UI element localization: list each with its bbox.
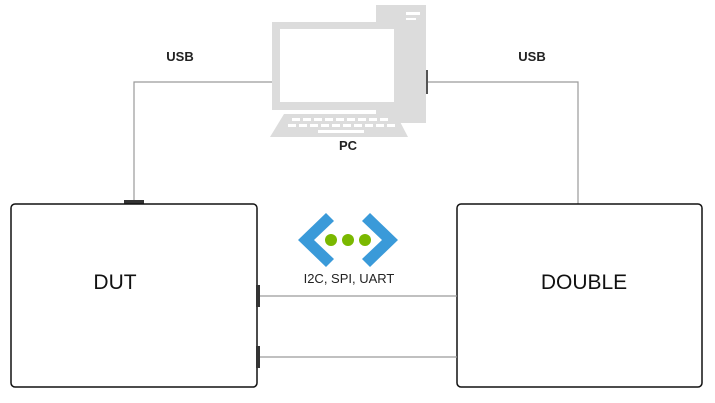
pc-label: PC bbox=[339, 138, 358, 153]
double-box bbox=[456, 203, 703, 388]
usb-cable-right bbox=[427, 81, 579, 204]
usb-cable-left bbox=[133, 81, 272, 204]
usb-plug-left bbox=[124, 200, 144, 204]
double-label: DOUBLE bbox=[541, 271, 627, 294]
usb-label-right: USB bbox=[518, 49, 545, 64]
dut-port-top bbox=[256, 285, 260, 307]
pc-icon bbox=[270, 5, 426, 137]
protocol-label: I2C, SPI, UART bbox=[304, 271, 395, 286]
dut-box bbox=[10, 203, 258, 388]
dut-label: DUT bbox=[93, 271, 136, 294]
usb-label-left: USB bbox=[166, 49, 193, 64]
connection-icon bbox=[298, 213, 398, 267]
dut-port-bottom bbox=[256, 346, 260, 368]
